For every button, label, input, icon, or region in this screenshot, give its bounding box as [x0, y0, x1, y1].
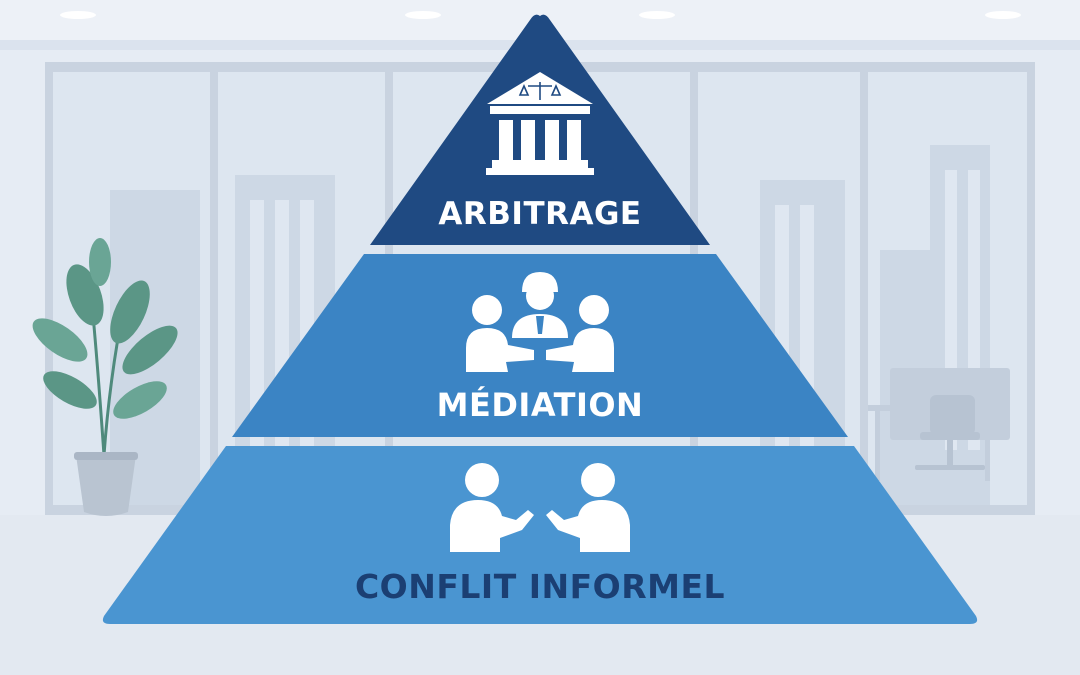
tier-label-conflit-informel: CONFLIT INFORMEL	[355, 567, 725, 606]
tier-arbitrage: ARBITRAGE	[370, 14, 710, 245]
pyramid: ARBITRAGE MÉDIATION	[102, 14, 978, 624]
ceiling-light	[405, 11, 441, 19]
ceiling-light	[60, 11, 96, 19]
mediation-meeting-icon	[466, 272, 614, 372]
tier-label-mediation: MÉDIATION	[437, 386, 644, 424]
potted-plant	[32, 238, 178, 516]
tier-conflit-informel: CONFLIT INFORMEL	[102, 446, 978, 624]
tier-label-arbitrage: ARBITRAGE	[438, 196, 641, 232]
ceiling-light	[639, 11, 675, 19]
tier-mediation: MÉDIATION	[232, 254, 848, 437]
two-people-talking-icon	[450, 463, 630, 552]
ceiling-light	[985, 11, 1021, 19]
office-chair	[915, 395, 985, 470]
scales-icon	[518, 82, 562, 100]
